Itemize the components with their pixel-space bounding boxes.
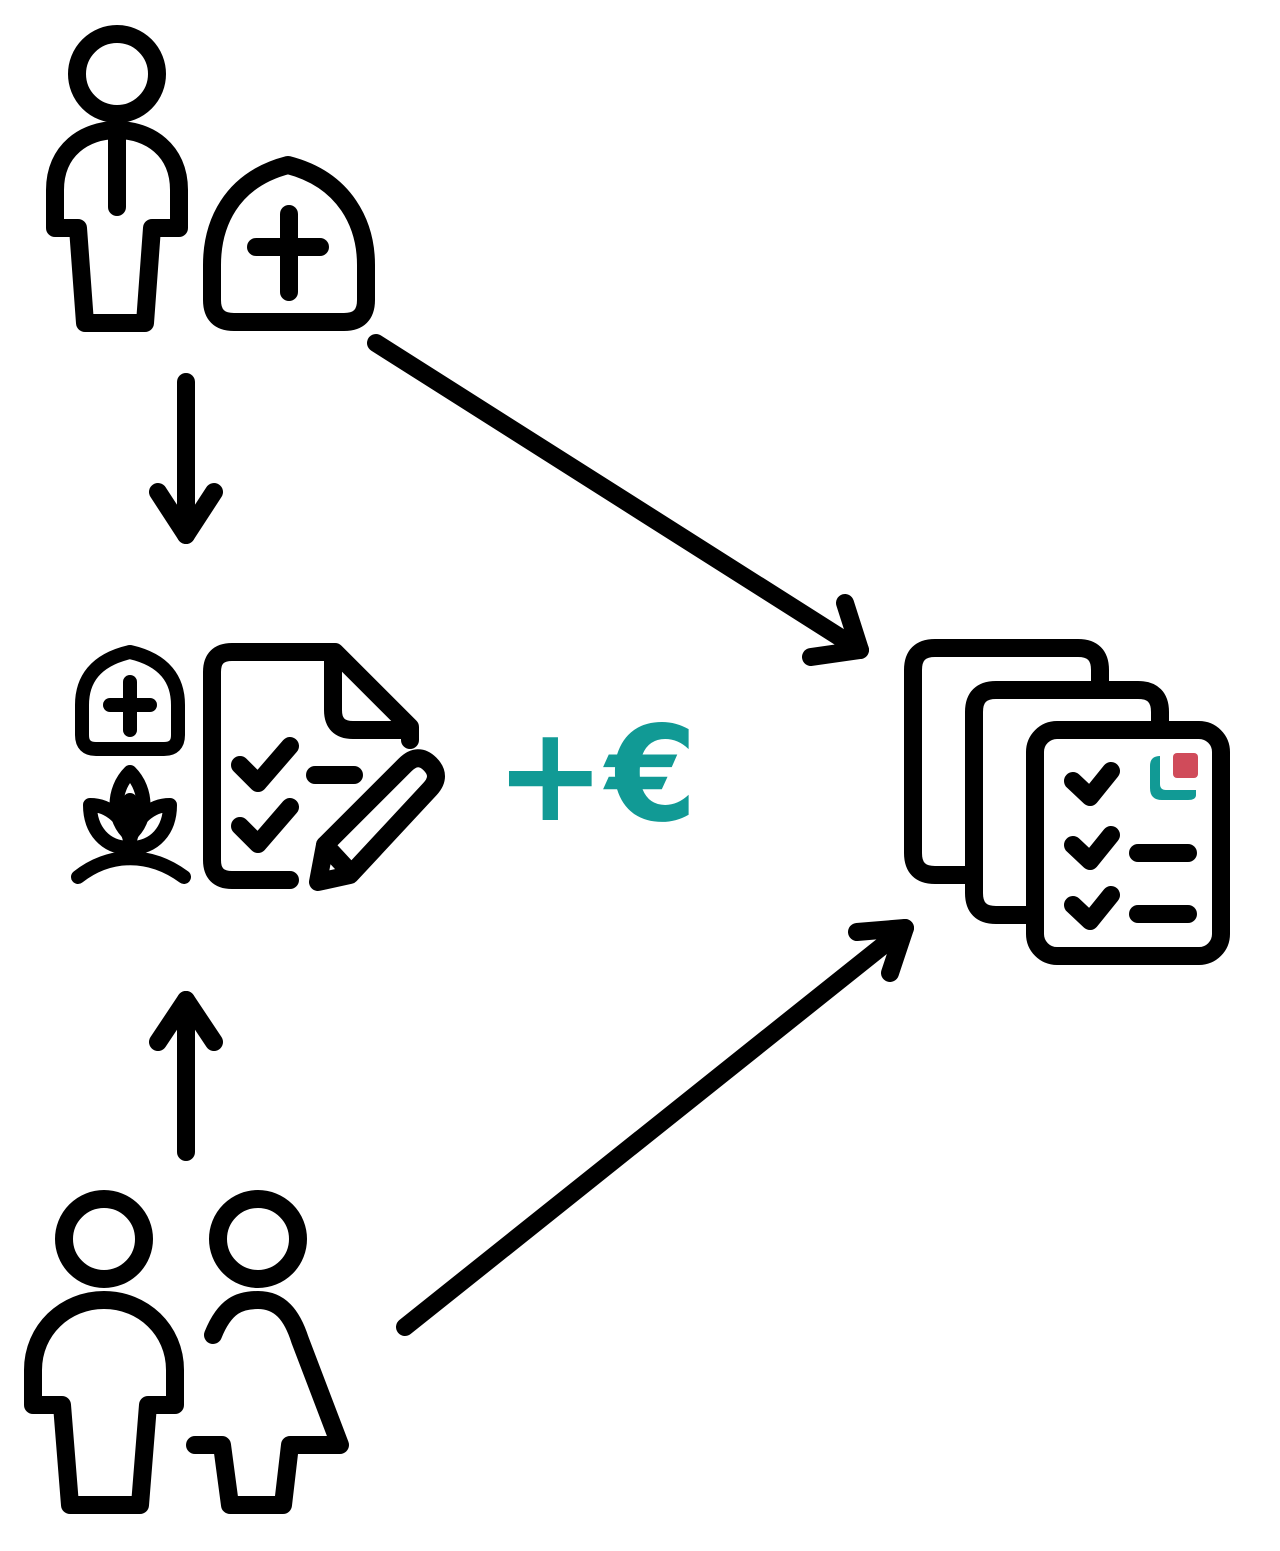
arrow-patients-to-contract — [149, 991, 223, 1161]
arrow-hospital-to-documents — [367, 334, 869, 666]
arrow-doctor-to-contract — [149, 373, 223, 544]
logo-mark-icon — [1150, 753, 1198, 800]
doctor-icon — [46, 25, 188, 332]
documents-stack-icon — [904, 639, 1230, 965]
insurance-contract-icon — [203, 643, 445, 891]
hospital-icon — [203, 156, 375, 331]
arrow-patients-to-documents — [396, 919, 914, 1336]
small-hospital-icon — [75, 645, 185, 756]
patients-icon — [24, 1190, 349, 1514]
plant-icon — [71, 765, 191, 884]
money-label: +€ — [495, 698, 697, 852]
